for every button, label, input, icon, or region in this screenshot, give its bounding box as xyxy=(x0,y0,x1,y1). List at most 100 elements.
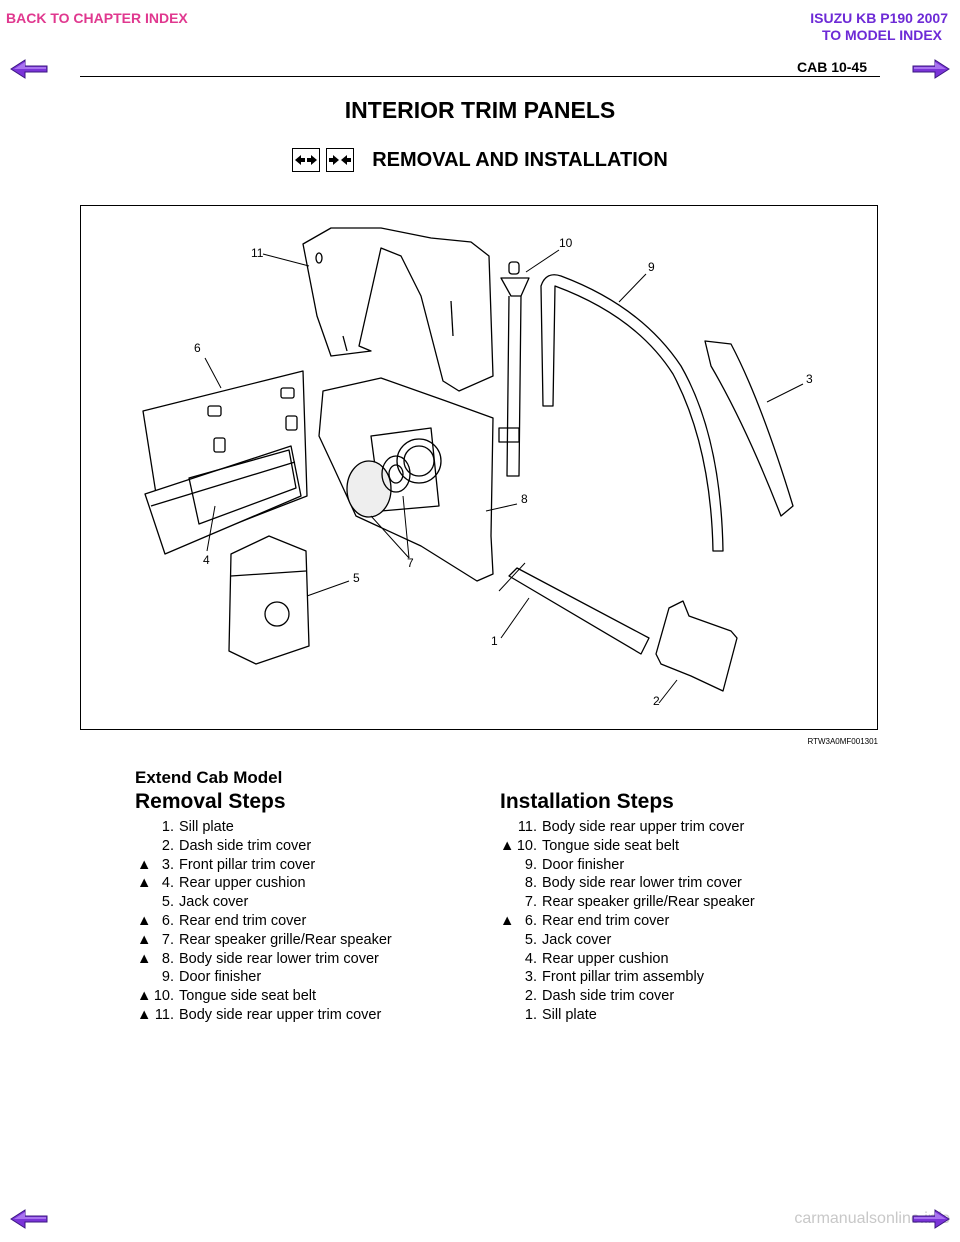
step-item: 2.Dash side trim cover xyxy=(137,837,392,856)
step-text: Door finisher xyxy=(542,856,625,873)
model-label: Extend Cab Model xyxy=(135,768,283,787)
caution-triangle-icon: ▲ xyxy=(137,1006,152,1023)
callout-1: 1 xyxy=(491,634,498,648)
step-mark xyxy=(500,818,514,837)
door-finisher-part xyxy=(540,274,724,552)
callout-10: 10 xyxy=(559,236,573,250)
callout-3: 3 xyxy=(806,372,813,386)
installation-steps-section: Installation Steps 11.Body side rear upp… xyxy=(500,790,755,1025)
step-mark xyxy=(500,987,514,1006)
step-number: 4. xyxy=(161,875,174,892)
step-mark xyxy=(500,968,514,987)
step-number: 8. xyxy=(524,875,537,892)
step-text: Body side rear lower trim cover xyxy=(542,875,742,892)
step-item: 9. Door finisher xyxy=(500,856,755,875)
step-item: ▲ 3. Front pillar trim cover xyxy=(137,856,392,875)
step-item: 1.Sill plate xyxy=(137,818,392,837)
removal-arrows-icon xyxy=(292,148,321,172)
step-text: Body side rear lower trim cover xyxy=(179,950,379,967)
model-index-link[interactable]: ISUZU KB P190 2007 TO MODEL INDEX xyxy=(810,10,948,44)
step-number: 3. xyxy=(161,856,174,873)
next-page-arrow-icon[interactable] xyxy=(912,1208,950,1230)
step-number: 1. xyxy=(161,819,174,835)
step-item: 4.Rear upper cushion xyxy=(500,950,755,969)
step-item: ▲10. Tongue side seat belt xyxy=(137,987,392,1006)
step-item: ▲6.Rear end trim cover xyxy=(137,912,392,931)
step-number: 8. xyxy=(161,950,174,967)
sill-plate-part xyxy=(508,567,650,655)
step-number: 6. xyxy=(161,912,174,929)
step-mark xyxy=(500,950,514,969)
next-page-arrow-icon[interactable] xyxy=(912,58,950,80)
subtitle-row: REMOVAL AND INSTALLATION xyxy=(0,148,960,172)
step-number: 5. xyxy=(161,894,174,911)
step-mark xyxy=(500,931,514,950)
step-item: 2.Dash side trim cover xyxy=(500,987,755,1006)
step-item: ▲6.Rear end trim cover xyxy=(500,912,755,931)
step-number: 11. xyxy=(154,1006,174,1023)
step-text: Dash side trim cover xyxy=(542,988,675,1005)
step-number: 7. xyxy=(524,894,537,911)
callout-8: 8 xyxy=(521,492,528,506)
jack-cover-part xyxy=(228,535,310,665)
step-text: Jack cover xyxy=(179,894,249,911)
step-number: 5. xyxy=(524,931,537,948)
trim-panels-illustration xyxy=(142,227,804,704)
step-number: 3. xyxy=(524,969,537,986)
step-text: Front pillar trim cover xyxy=(179,856,316,873)
step-text: Rear end trim cover xyxy=(542,912,670,929)
rear-upper-cushion-part xyxy=(144,445,302,555)
step-text: Rear upper cushion xyxy=(179,875,306,892)
step-text: Rear end trim cover xyxy=(179,912,307,929)
removal-steps-heading: Removal Steps xyxy=(135,790,286,813)
figure-code: RTW3A0MF001301 xyxy=(807,737,878,746)
step-number: 6. xyxy=(524,912,537,929)
step-text: Door finisher xyxy=(179,969,262,986)
prev-page-arrow-icon[interactable] xyxy=(10,58,48,80)
step-item: 5. Jack cover xyxy=(500,931,755,950)
prev-page-arrow-icon[interactable] xyxy=(10,1208,48,1230)
caution-triangle-icon: ▲ xyxy=(137,856,152,873)
step-number: 10. xyxy=(153,988,174,1005)
step-text: Rear upper cushion xyxy=(542,950,669,967)
page-reference: CAB 10-45 xyxy=(796,59,867,75)
step-text: Sill plate xyxy=(542,1006,597,1023)
callout-6: 6 xyxy=(194,341,201,355)
step-text: Tongue side seat belt xyxy=(542,837,680,854)
step-mark xyxy=(500,856,514,875)
step-item: ▲10.Tongue side seat belt xyxy=(500,837,755,856)
rear-speaker-grille-part xyxy=(346,455,411,518)
step-item: 7. Rear speaker grille/Rear speaker xyxy=(500,893,755,912)
caution-triangle-icon: ▲ xyxy=(137,931,152,948)
exploded-view-diagram: 1 2 3 4 5 6 7 8 9 10 11 xyxy=(80,205,878,730)
page-subtitle: REMOVAL AND INSTALLATION xyxy=(372,148,668,171)
step-text: Tongue side seat belt xyxy=(179,988,317,1005)
callout-5: 5 xyxy=(353,571,360,585)
caution-triangle-icon: ▲ xyxy=(137,988,152,1005)
step-item: ▲11. Body side rear upper trim cover xyxy=(137,1006,392,1025)
step-text: Rear speaker grille/Rear speaker xyxy=(179,931,392,948)
step-mark xyxy=(137,968,151,987)
installation-steps-heading: Installation Steps xyxy=(500,790,674,813)
step-mark xyxy=(500,874,514,893)
installation-arrows-icon xyxy=(326,148,355,172)
callout-7: 7 xyxy=(407,556,414,570)
step-item: 9.Door finisher xyxy=(137,968,392,987)
body-side-rear-lower-trim-cover-part xyxy=(318,377,494,582)
step-item: 5. Jack cover xyxy=(137,893,392,912)
step-number: 9. xyxy=(524,856,537,873)
installation-steps-list: 11.Body side rear upper trim cover▲10.To… xyxy=(500,818,755,1025)
back-to-chapter-index-link[interactable]: BACK TO CHAPTER INDEX xyxy=(6,10,188,26)
step-text: Body side rear upper trim cover xyxy=(179,1006,382,1023)
step-item: 3.Front pillar trim assembly xyxy=(500,968,755,987)
step-text: Rear speaker grille/Rear speaker xyxy=(542,894,755,911)
watermark: carmanualsonline.info xyxy=(794,1210,950,1227)
header-rule xyxy=(80,76,880,77)
step-text: Jack cover xyxy=(542,931,612,948)
front-pillar-trim-cover-part xyxy=(704,340,794,517)
page-title: INTERIOR TRIM PANELS xyxy=(344,97,616,123)
callout-9: 9 xyxy=(648,260,655,274)
callout-2: 2 xyxy=(653,694,660,708)
step-number: 1. xyxy=(524,1006,537,1023)
